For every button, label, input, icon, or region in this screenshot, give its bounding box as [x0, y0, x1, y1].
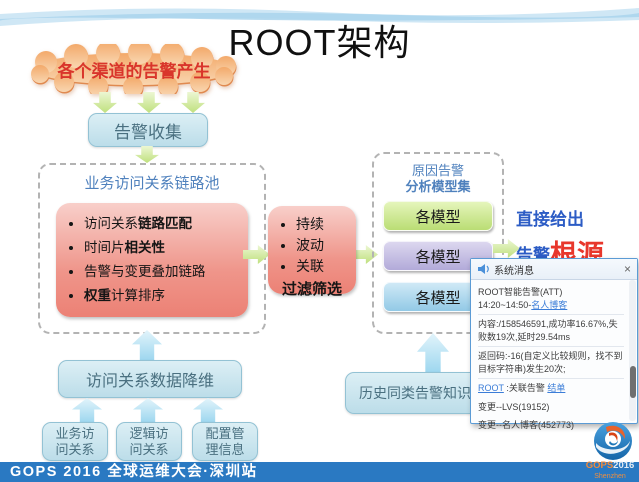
link-pool-title: 业务访问关系链路池: [84, 175, 220, 192]
pool-rules-box: 访问关系链路匹配 时间片相关性 告警与变更叠加链路 权重计算排序: [56, 203, 248, 317]
close-icon[interactable]: ×: [623, 262, 631, 276]
popup-change-line1: 变更--LVS(19152): [478, 401, 550, 412]
alert-sources-cloud: 各个渠道的告警产生: [28, 44, 240, 94]
list-item: 波动: [296, 235, 356, 256]
top-wave-decoration: [0, 8, 639, 26]
popup-return-code-line: 返回码:-16(自定义比较规则，找不到目标字符串)发生20次;: [478, 347, 624, 379]
arrow-down-icon: [181, 92, 205, 113]
filter-bold-label: 过滤筛选: [281, 281, 342, 298]
model-set-title-line2: 分析模型集: [405, 179, 471, 194]
filter-box: 持续 波动 关联 过滤筛选: [268, 206, 356, 298]
popup-header: 系统消息 ×: [471, 259, 637, 280]
footer-bar: GOPS 2016 全球运维大会·深圳站: [0, 462, 639, 482]
popup-change-line2: 变更--名人博客(452773): [478, 420, 575, 430]
list-item: 时间片相关性: [84, 236, 248, 260]
footer-conference-label: GOPS 2016 全球运维大会·深圳站: [10, 464, 258, 480]
source-box-business: 业务访问关系: [42, 422, 108, 461]
arrow-up-icon: [72, 398, 102, 422]
popup-content-line: 内容:/158546591,成功率16.67%,失败数19次,延时29.54ms: [478, 315, 624, 347]
list-item: 告警与变更叠加链路: [84, 260, 248, 284]
filter-list: 持续 波动 关联: [268, 214, 356, 277]
source-box-logic: 逻辑访问关系: [116, 422, 182, 461]
arrow-up-icon: [132, 330, 162, 360]
megaphone-icon: [478, 264, 489, 274]
blog-link[interactable]: 名人博客: [531, 299, 568, 310]
popup-root-line: ROOT :关联告警 结单: [478, 383, 566, 393]
arrow-down-icon: [135, 146, 159, 163]
list-item: 关联: [296, 256, 356, 277]
system-message-popup: 系统消息 × ROOT智能告警(ATT)14:20~14:50-名人博客 内容:…: [470, 258, 638, 430]
arrow-up-icon: [417, 333, 449, 372]
alert-collect-box: 告警收集: [88, 113, 208, 147]
popup-title: 系统消息: [494, 265, 534, 277]
link-pool-panel: 业务访问关系链路池 访问关系链路匹配 时间片相关性 告警与变更叠加链路 权重计算…: [38, 163, 266, 334]
model-box-green: 各模型: [383, 201, 493, 231]
list-item: 权重计算排序: [84, 284, 248, 308]
gops-logo: [594, 422, 632, 460]
popup-body: ROOT智能告警(ATT)14:20~14:50-名人博客 内容:/158546…: [471, 280, 637, 438]
root-link[interactable]: ROOT: [478, 383, 504, 393]
list-item: 访问关系链路匹配: [84, 212, 248, 236]
list-item: 持续: [296, 214, 356, 235]
data-reduce-box: 访问关系数据降维: [58, 360, 242, 398]
arrow-down-icon: [93, 92, 117, 113]
cloud-label: 各个渠道的告警产生: [57, 61, 211, 81]
source-box-config: 配置管理信息: [192, 422, 258, 461]
page-title: ROOT架构: [228, 22, 411, 63]
model-set-title-line1: 原因告警: [411, 163, 464, 178]
footer-logo-text: GOPS2016 Shenzhen: [585, 460, 635, 481]
pool-rules-list: 访问关系链路匹配 时间片相关性 告警与变更叠加链路 权重计算排序: [60, 212, 248, 308]
arrow-up-icon: [133, 398, 163, 422]
popup-scrollbar[interactable]: [629, 280, 636, 421]
arrow-down-icon: [137, 92, 161, 113]
close-ticket-link[interactable]: 结单: [547, 383, 566, 393]
result-line1: 直接给出: [516, 210, 584, 229]
scrollbar-thumb[interactable]: [629, 366, 636, 398]
arrow-up-icon: [193, 398, 223, 422]
cloud-shape-icon: [31, 44, 237, 94]
popup-alert-summary: ROOT智能告警(ATT)14:20~14:50-名人博客: [478, 283, 624, 315]
